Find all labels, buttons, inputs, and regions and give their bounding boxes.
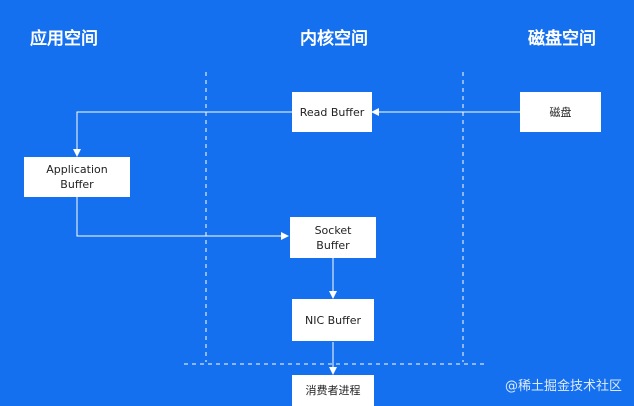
- nic-buffer-label: NIC Buffer: [304, 313, 362, 327]
- application-buffer-label-line2: Buffer: [60, 178, 94, 191]
- consumer-process-box: 消费者进程: [292, 375, 374, 406]
- nic-buffer-box: NIC Buffer: [292, 299, 374, 341]
- socket-buffer-label-line2: Buffer: [316, 238, 350, 252]
- arrow-read-buffer-to-app-buffer: [73, 111, 292, 157]
- heading-kernel-space: 内核空间: [300, 29, 368, 49]
- read-buffer-box: Read Buffer: [292, 92, 372, 132]
- read-buffer-label: Read Buffer: [299, 105, 365, 119]
- consumer-process-label: 消费者进程: [305, 384, 361, 397]
- heading-disk-space: 磁盘空间: [528, 29, 596, 49]
- socket-buffer-box: Socket Buffer: [290, 217, 376, 258]
- disk-box: 磁盘: [520, 92, 601, 132]
- disk-label: 磁盘: [549, 105, 572, 119]
- arrow-app-buffer-to-socket-buffer: [76, 196, 289, 240]
- application-buffer-box: Application Buffer: [24, 157, 130, 197]
- socket-buffer-label-line1: Socket: [314, 223, 352, 237]
- heading-app-space: 应用空间: [30, 29, 98, 49]
- watermark: @稀土掘金技术社区: [504, 379, 622, 394]
- application-buffer-label-line1: Application: [46, 163, 108, 176]
